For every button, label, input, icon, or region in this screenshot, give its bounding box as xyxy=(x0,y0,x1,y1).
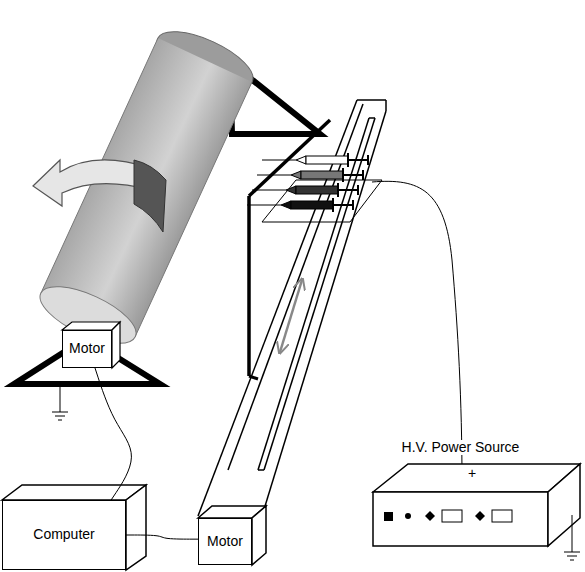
meter-display xyxy=(492,510,512,522)
drum-edge xyxy=(135,82,252,337)
ground-symbol xyxy=(58,420,62,421)
drum-support xyxy=(14,338,160,384)
holder-foot xyxy=(249,376,258,379)
control-knob xyxy=(475,511,485,521)
motor-box: Motor xyxy=(198,518,252,565)
box-label: Motor xyxy=(206,534,244,549)
power-source-side xyxy=(548,464,580,546)
syringe xyxy=(252,183,358,197)
device-label: H.V. Power Source xyxy=(401,440,521,455)
power-source-front xyxy=(373,492,548,546)
hv-wire xyxy=(372,181,462,482)
box-side xyxy=(126,485,146,570)
power-switch xyxy=(384,512,393,521)
syringe-group xyxy=(247,153,368,212)
motor-box: Motor xyxy=(62,330,112,368)
signal-wire xyxy=(95,368,131,500)
box-side xyxy=(252,506,266,565)
ground-wire xyxy=(572,515,573,552)
drum-front-end xyxy=(32,275,143,355)
box-side xyxy=(112,322,120,368)
syringe-plate xyxy=(262,180,382,222)
ground-symbol xyxy=(55,416,65,417)
polarity-label: + xyxy=(467,466,477,480)
holder-post xyxy=(247,196,251,376)
box-label: Computer xyxy=(32,527,95,542)
meter-display xyxy=(442,510,462,522)
power-source: H.V. Power Source xyxy=(373,440,548,546)
computer-box: Computer xyxy=(2,500,126,570)
ground-symbol xyxy=(564,552,580,553)
indicator xyxy=(405,513,411,519)
rotation-arrow xyxy=(33,160,150,206)
ground-symbol xyxy=(570,560,574,561)
box-top xyxy=(62,322,120,330)
ground-symbol xyxy=(567,556,577,557)
box-label: Motor xyxy=(68,341,106,356)
ground-symbol xyxy=(52,412,68,413)
control-knob xyxy=(425,511,435,521)
ground-wire xyxy=(60,384,61,412)
syringe xyxy=(262,153,368,167)
linear-rail xyxy=(198,100,386,516)
power-source-top xyxy=(373,464,580,492)
box-top xyxy=(2,485,146,500)
syringe xyxy=(247,198,353,212)
signal-wire xyxy=(126,535,198,539)
traverse-arrow xyxy=(280,280,302,352)
drum-band xyxy=(134,160,166,232)
syringe xyxy=(257,168,363,182)
